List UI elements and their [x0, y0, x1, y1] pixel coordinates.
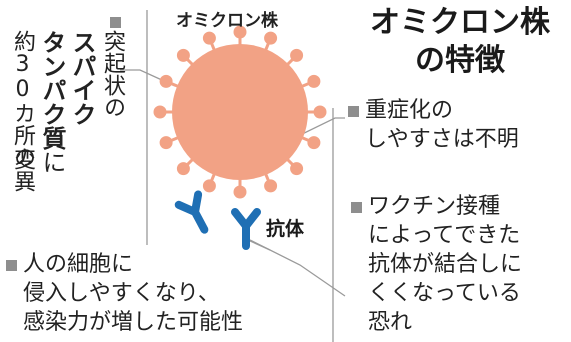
virus	[153, 25, 327, 199]
vaccine-leader-line	[249, 239, 346, 297]
spike-text-col-5: 変異	[10, 148, 35, 192]
virus-label: オミクロン株	[176, 11, 278, 31]
virus-body	[172, 44, 308, 180]
vaccine-line-1: ワクチン接種	[351, 192, 522, 221]
severity-line-2: しやすさは不明	[365, 127, 519, 152]
antibody-2	[231, 208, 261, 250]
title-line-2: の特徴	[415, 43, 505, 78]
spike-text-bold: タンパク質	[38, 30, 66, 150]
vaccine-line-4: くくなっている	[368, 281, 521, 306]
severity-note: 重症化の しやすさは不明	[348, 96, 519, 154]
bullet-icon	[348, 106, 359, 117]
antibody-leader-line	[247, 239, 271, 251]
severity-line-1: 重症化の	[348, 96, 519, 125]
page-title: オミクロン株 の特徴	[355, 4, 565, 80]
infection-note: 人の細胞に 侵入しやすくなり、 感染力が増した可能性	[6, 250, 243, 337]
spike-text-col-4: 約30カ所の	[10, 30, 35, 168]
spike-bullet	[110, 13, 121, 32]
bullet-icon	[351, 202, 362, 213]
vaccine-line-5: 恐れ	[368, 310, 413, 335]
spike-text-suffix: に	[38, 150, 66, 174]
infection-line-1: 人の細胞に	[6, 250, 243, 279]
antibody-1	[174, 190, 209, 234]
infection-line-2: 侵入しやすくなり、	[23, 281, 220, 306]
severity-leader-line	[289, 117, 345, 141]
vaccine-line-3: 抗体が結合しに	[368, 252, 523, 277]
bullet-icon	[6, 260, 17, 271]
spike-text-col-3-bold: タンパク質に	[37, 30, 67, 174]
spike-text-col-2-bold: スパイク	[68, 30, 96, 126]
virus-spikes	[153, 25, 327, 199]
vaccine-note: ワクチン接種 によってできた 抗体が結合しに くくなっている 恐れ	[351, 192, 522, 337]
leader-lines	[120, 10, 346, 342]
antibody-label: 抗体	[266, 218, 305, 240]
bullet-icon	[110, 17, 121, 28]
vaccine-line-2: によってできた	[368, 223, 521, 248]
spike-text-col-1: 突起状の	[100, 30, 125, 118]
title-line-1: オミクロン株	[370, 5, 550, 40]
infection-line-3: 感染力が増した可能性	[23, 310, 244, 335]
